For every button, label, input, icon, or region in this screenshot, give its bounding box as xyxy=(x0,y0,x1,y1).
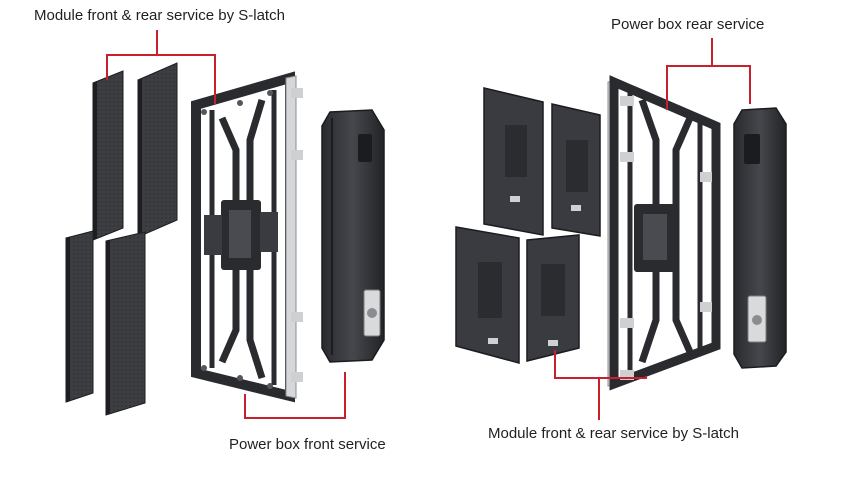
right-module-back-top-left xyxy=(483,87,544,236)
left-power-box xyxy=(321,109,385,363)
right-top-leader-line xyxy=(666,38,751,110)
left-cabinet-frame xyxy=(191,71,303,403)
right-cabinet-frame xyxy=(607,75,721,391)
left-led-module-bottom-right xyxy=(105,231,146,416)
left-top-callout-label: Module front & rear service by S-latch xyxy=(34,7,285,24)
left-bottom-leader-line xyxy=(244,372,346,419)
right-bottom-leader-line xyxy=(554,350,647,420)
right-top-callout-label: Power box rear service xyxy=(611,16,765,33)
left-led-module-top-left xyxy=(92,70,124,241)
left-led-module-top-right xyxy=(137,62,178,238)
left-led-module-bottom-left xyxy=(65,230,94,403)
left-assembly xyxy=(65,30,385,419)
right-module-back-top-right xyxy=(551,103,601,237)
right-assembly xyxy=(455,38,787,420)
left-top-leader-line xyxy=(106,30,216,104)
right-bottom-callout-label: Module front & rear service by S-latch xyxy=(488,425,739,442)
right-power-box xyxy=(733,107,787,369)
left-bottom-callout-label: Power box front service xyxy=(229,436,386,453)
right-module-back-bottom-right xyxy=(526,234,580,362)
right-module-back-bottom-left xyxy=(455,226,520,364)
